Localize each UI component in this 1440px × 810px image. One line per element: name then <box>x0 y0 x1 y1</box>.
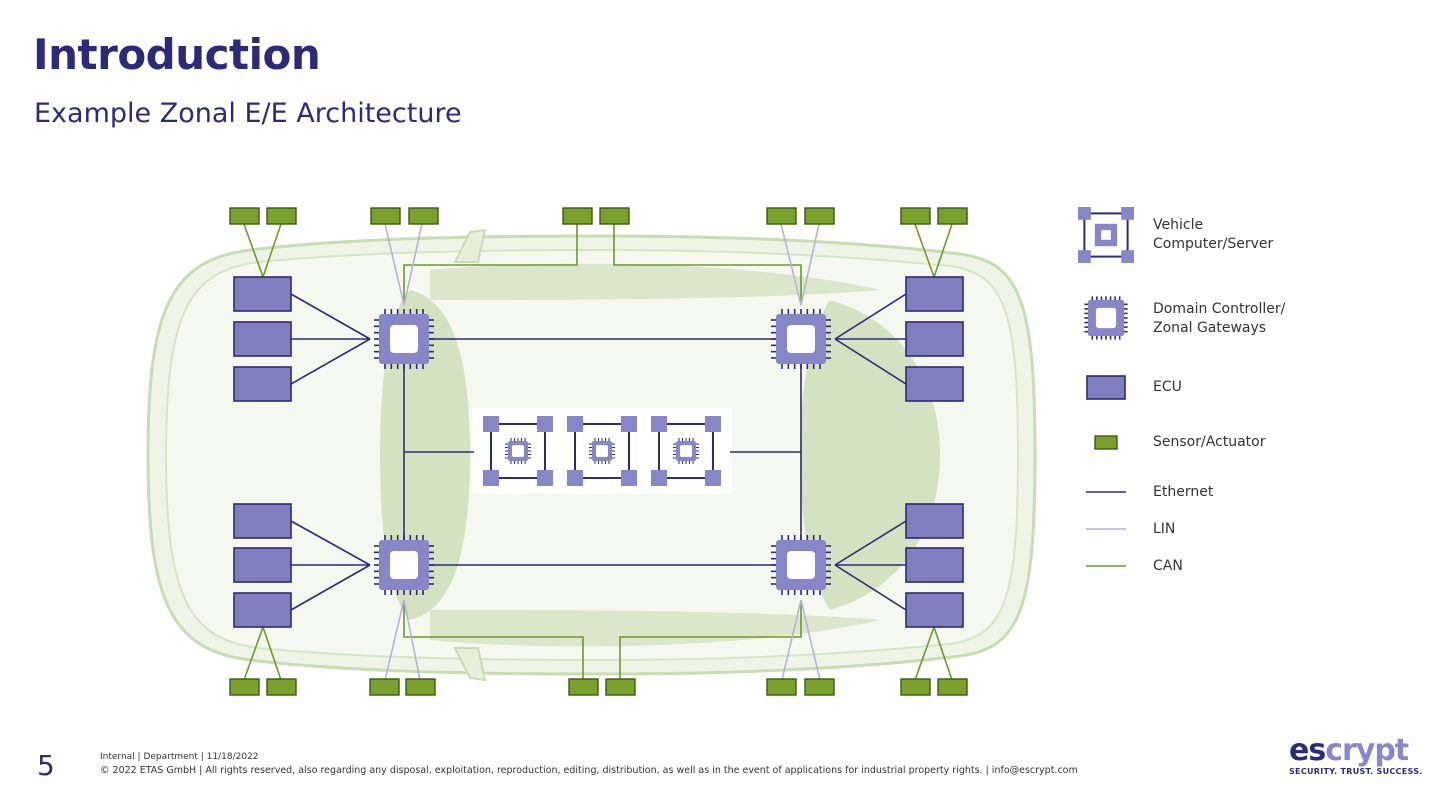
footer-meta: Internal | Department | 11/18/2022 <box>100 752 259 762</box>
ecu-box <box>233 592 292 628</box>
can-line <box>262 626 282 681</box>
can-line <box>914 626 935 681</box>
can-line <box>243 223 264 278</box>
footer-copyright: © 2022 ETAS GmbH | All rights reserved, … <box>100 765 1078 776</box>
legend-sensor-icon <box>1094 435 1118 450</box>
legend-domain-controller-label: Domain Controller/ Zonal Gateways <box>1153 301 1286 336</box>
ecu-box <box>233 503 292 539</box>
sensor-actuator-box <box>605 678 636 696</box>
legend-icons <box>1078 207 1134 567</box>
sensor-actuator-box <box>900 678 931 696</box>
can-line <box>262 223 282 278</box>
ecu-box <box>233 276 292 312</box>
logo-tagline: SECURITY. TRUST. SUCCESS. <box>1289 767 1423 776</box>
ecu-link <box>290 564 371 611</box>
vehicle-computer-icon <box>1078 207 1134 263</box>
lin-line <box>403 223 423 306</box>
logo-crypt: crypt <box>1325 733 1409 768</box>
can-line <box>403 600 584 680</box>
sensor-actuator-box <box>937 678 968 696</box>
ecu-box <box>905 547 964 583</box>
ecu-box <box>905 276 964 312</box>
legend-can-label: CAN <box>1153 558 1183 574</box>
sensor-actuator-box <box>599 207 630 225</box>
legend-lin-label: LIN <box>1153 521 1176 537</box>
escrypt-logo: escrypt <box>1289 733 1409 768</box>
can-line <box>914 223 935 278</box>
domain-controller-icon <box>771 535 831 595</box>
sensor-actuator-box <box>900 207 931 225</box>
can-line <box>243 626 264 681</box>
sensor-actuator-box <box>562 207 593 225</box>
ecu-box <box>905 321 964 357</box>
sensor-actuator-box <box>229 207 260 225</box>
legend-sensor-label: Sensor/Actuator <box>1153 434 1266 450</box>
legend-ecu-icon <box>1086 375 1126 400</box>
page-title: Introduction <box>33 30 321 79</box>
lin-line <box>384 223 405 306</box>
ecu-link <box>290 520 371 566</box>
lin-line <box>800 223 820 306</box>
domain-controller-icon <box>1084 296 1128 340</box>
ecu-box <box>233 366 292 402</box>
vehicle-computer-icon <box>483 416 553 486</box>
sensor-actuator-box <box>408 207 439 225</box>
ecu-link <box>290 338 371 385</box>
sensor-actuator-box <box>370 207 401 225</box>
ecu-link <box>834 338 907 385</box>
ecu-box <box>905 366 964 402</box>
vehicle-computer-icon <box>567 416 637 486</box>
sensor-actuator-box <box>405 678 436 696</box>
legend-vehicle-computer-label: Vehicle Computer/Server <box>1153 217 1274 252</box>
domain-controller-icon <box>771 309 831 369</box>
mini-chip-icon <box>505 438 531 464</box>
vehicle-computer-icon <box>651 416 721 486</box>
mini-chip-icon <box>589 438 615 464</box>
lin-line <box>403 599 421 681</box>
sensor-actuator-box <box>568 678 599 696</box>
sensor-actuator-box <box>766 207 797 225</box>
logo-es: es <box>1289 733 1326 768</box>
ecu-link <box>834 293 907 340</box>
sensor-actuator-box <box>229 678 260 696</box>
sensor-actuator-box <box>266 207 297 225</box>
can-line <box>933 626 953 681</box>
lin-line <box>384 599 405 681</box>
legend-ethernet-label: Ethernet <box>1153 484 1214 500</box>
lin-line <box>781 599 802 681</box>
sensor-actuator-box <box>804 207 835 225</box>
sensor-actuator-box <box>266 678 297 696</box>
ecu-link <box>834 564 907 611</box>
ecu-box <box>233 547 292 583</box>
sensor-actuator-box <box>804 678 835 696</box>
slide-number: 5 <box>37 749 55 782</box>
lin-line <box>780 223 802 306</box>
ecu-link <box>834 520 907 566</box>
sensor-actuator-box <box>937 207 968 225</box>
page-subtitle: Example Zonal E/E Architecture <box>34 98 462 129</box>
can-line <box>613 224 802 305</box>
mini-chip-icon <box>673 438 699 464</box>
ecu-box <box>905 503 964 539</box>
ecu-box <box>233 321 292 357</box>
lin-line <box>800 599 821 681</box>
bus-lines <box>243 223 953 681</box>
sensor-actuator-box <box>369 678 400 696</box>
network-nodes <box>229 207 968 696</box>
ecu-link <box>290 293 371 340</box>
can-line <box>403 224 578 305</box>
can-line <box>619 600 802 680</box>
legend-ecu-label: ECU <box>1153 379 1182 395</box>
domain-controller-icon <box>374 309 434 369</box>
domain-controller-icon <box>374 535 434 595</box>
can-line <box>933 223 953 278</box>
sensor-actuator-box <box>766 678 797 696</box>
ecu-box <box>905 592 964 628</box>
